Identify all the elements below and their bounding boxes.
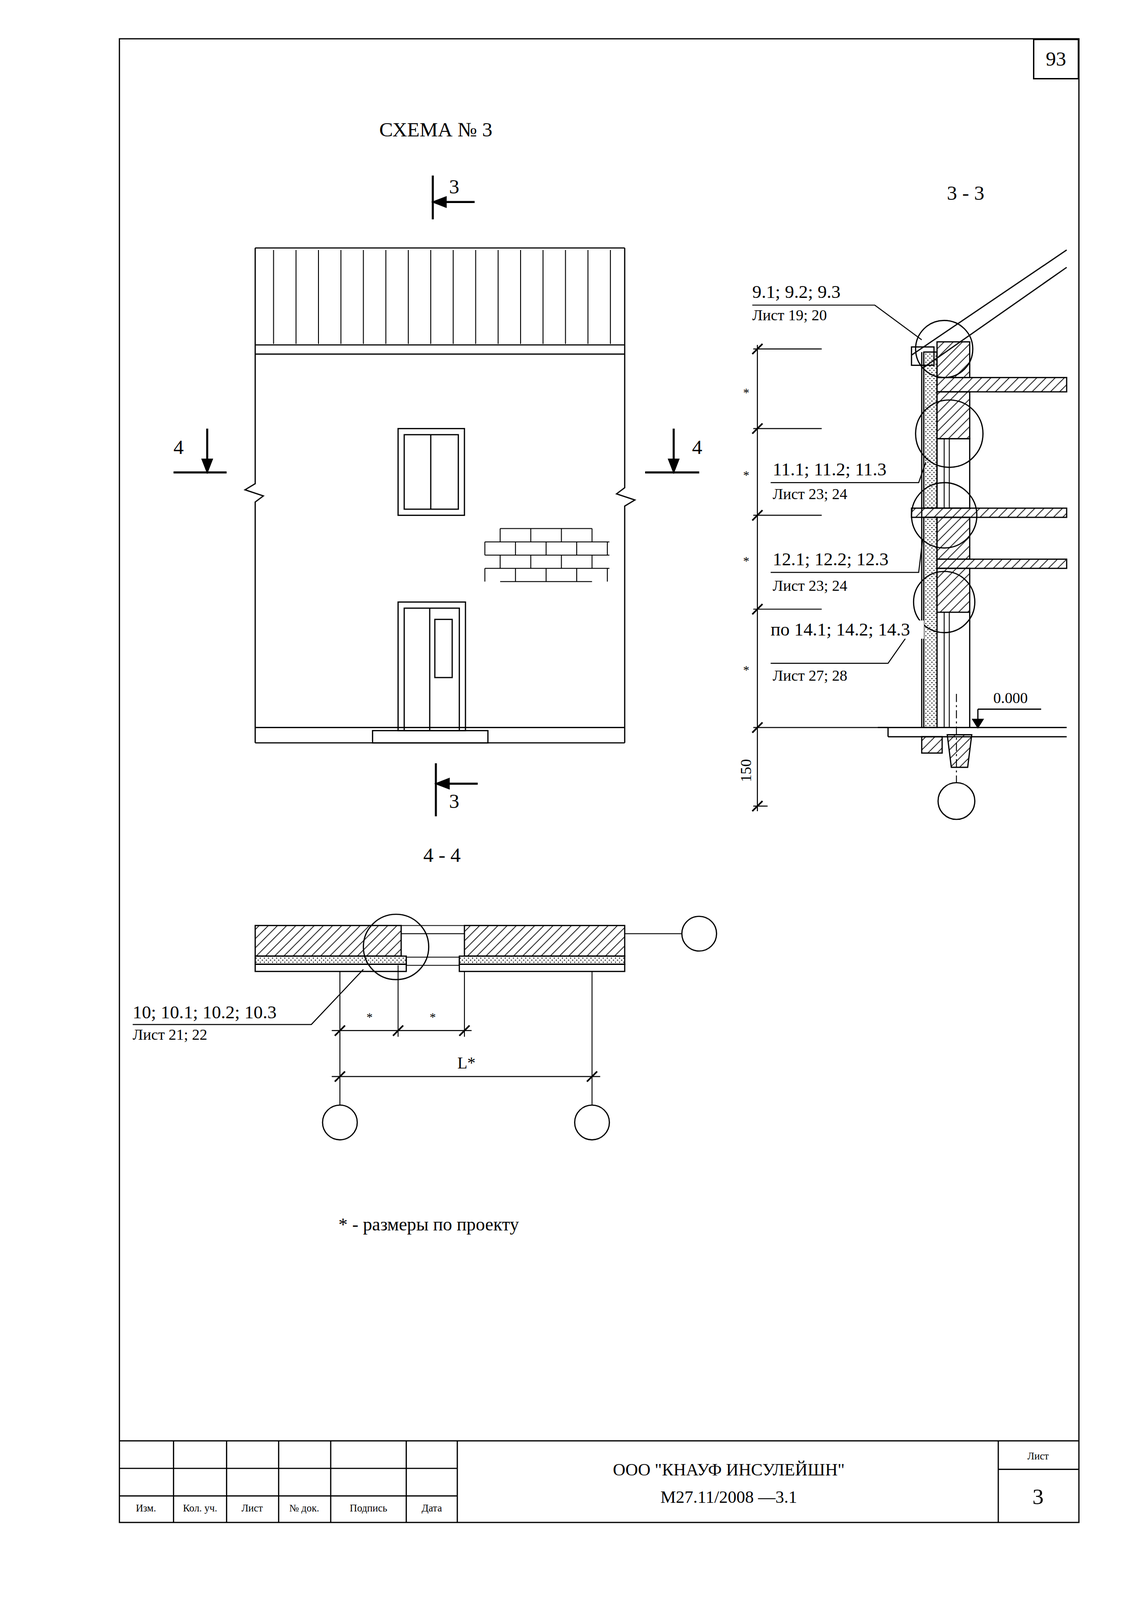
- section-mark: 4: [173, 436, 184, 458]
- sheet-ref: Лист 21; 22: [132, 1027, 208, 1043]
- section-title: 4 - 4: [423, 845, 461, 866]
- dimension: *: [743, 664, 750, 677]
- callout-number: 11.1; 11.2; 11.3: [772, 460, 887, 479]
- dimension: *: [743, 555, 750, 568]
- document-code: М27.11/2008 —3.1: [660, 1488, 798, 1506]
- callout-number: 12.1; 12.2; 12.3: [772, 550, 889, 569]
- callout-number: 10; 10.1; 10.2; 10.3: [132, 1003, 277, 1022]
- table-cell: № док.: [289, 1503, 320, 1514]
- sheet-ref: Лист 27; 28: [772, 667, 848, 684]
- sheet-ref: Лист 23; 24: [772, 486, 848, 502]
- section-mark: 3: [448, 176, 460, 198]
- table-cell: Дата: [421, 1503, 443, 1514]
- dimension-lines: [752, 344, 889, 812]
- title-block: [119, 1440, 1080, 1523]
- sheet-ref: Лист 19; 20: [752, 307, 827, 324]
- dimension: *: [743, 386, 750, 400]
- table-cell: Подпись: [349, 1503, 388, 1514]
- page-number: 93: [1045, 48, 1067, 70]
- facade-elevation: [245, 247, 636, 743]
- dimension: 150: [738, 758, 755, 782]
- note: * - размеры по проекту: [338, 1215, 520, 1234]
- dimension: L*: [457, 1055, 476, 1072]
- table-cell: Кол. уч.: [182, 1503, 218, 1514]
- page-number-box: 93: [1032, 38, 1080, 80]
- section-title: 3 - 3: [946, 182, 985, 204]
- sheet-number: 3: [1032, 1485, 1044, 1508]
- level-mark: 0.000: [993, 690, 1028, 706]
- wall-section: [877, 250, 1067, 820]
- callout-number: по 14.1; 14.2; 14.3: [770, 620, 924, 639]
- wall-plan: [255, 914, 717, 1140]
- company-name: ООО "КНАУФ ИНСУЛЕЙШН": [612, 1460, 845, 1479]
- table-cell: Изм.: [135, 1503, 157, 1514]
- dimension: *: [429, 1011, 436, 1024]
- sheet-ref: Лист 23; 24: [772, 578, 848, 594]
- dimension: *: [743, 469, 750, 482]
- table-cell: Лист: [1027, 1450, 1049, 1461]
- section-mark: 4: [692, 436, 703, 458]
- sheet-frame: [119, 38, 1080, 1523]
- callout-number: 9.1; 9.2; 9.3: [752, 282, 841, 302]
- drawing-title: СХЕМА № 3: [379, 119, 493, 141]
- section-mark: 3: [448, 790, 460, 812]
- section-marks: [173, 175, 700, 817]
- leader-lines: [132, 305, 926, 1025]
- table-cell: Лист: [241, 1503, 263, 1514]
- dimension: *: [366, 1011, 373, 1024]
